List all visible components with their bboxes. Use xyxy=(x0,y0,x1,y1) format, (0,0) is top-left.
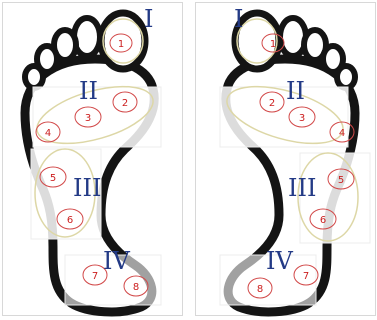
right-point-2-label: 2 xyxy=(269,98,275,109)
right-point-8-label: 8 xyxy=(257,284,263,295)
right-point-4-label: 4 xyxy=(339,128,345,139)
right-region-ii-label: II xyxy=(286,77,305,105)
left-foot-panel: I II III IV 1 2 3 4 5 6 7 8 xyxy=(2,2,183,316)
right-fifth-toe xyxy=(337,66,355,88)
left-point-5-label: 5 xyxy=(50,173,56,184)
left-point-7-label: 7 xyxy=(92,271,98,282)
left-point-1-label: 1 xyxy=(118,39,124,50)
left-fifth-toe xyxy=(25,66,43,88)
left-foot-diagram: I II III IV 1 2 3 4 5 6 7 8 xyxy=(3,3,184,317)
left-region-i-label: I xyxy=(144,5,153,33)
right-point-1-label: 1 xyxy=(270,39,276,50)
right-point-6-label: 6 xyxy=(320,215,326,226)
right-region-iv-label: IV xyxy=(266,247,293,275)
left-region-iv-label: IV xyxy=(103,247,130,275)
left-point-2-label: 2 xyxy=(122,98,128,109)
right-region-i-label: I xyxy=(234,5,243,33)
left-point-3-label: 3 xyxy=(85,113,91,124)
left-point-8-label: 8 xyxy=(133,282,139,293)
left-point-6-label: 6 xyxy=(67,215,73,226)
right-point-7-label: 7 xyxy=(303,271,309,282)
right-region-iii-label: III xyxy=(288,174,316,202)
right-region-ii-box xyxy=(220,87,348,147)
left-region-iii-label: III xyxy=(73,174,101,202)
right-foot-diagram: I II III IV 1 2 3 4 5 6 7 8 xyxy=(196,3,377,317)
right-foot-panel: I II III IV 1 2 3 4 5 6 7 8 xyxy=(195,2,376,316)
left-region-ii-label: II xyxy=(79,77,98,105)
left-point-4-label: 4 xyxy=(45,128,51,139)
right-point-3-label: 3 xyxy=(299,113,305,124)
right-point-5-label: 5 xyxy=(338,175,344,186)
